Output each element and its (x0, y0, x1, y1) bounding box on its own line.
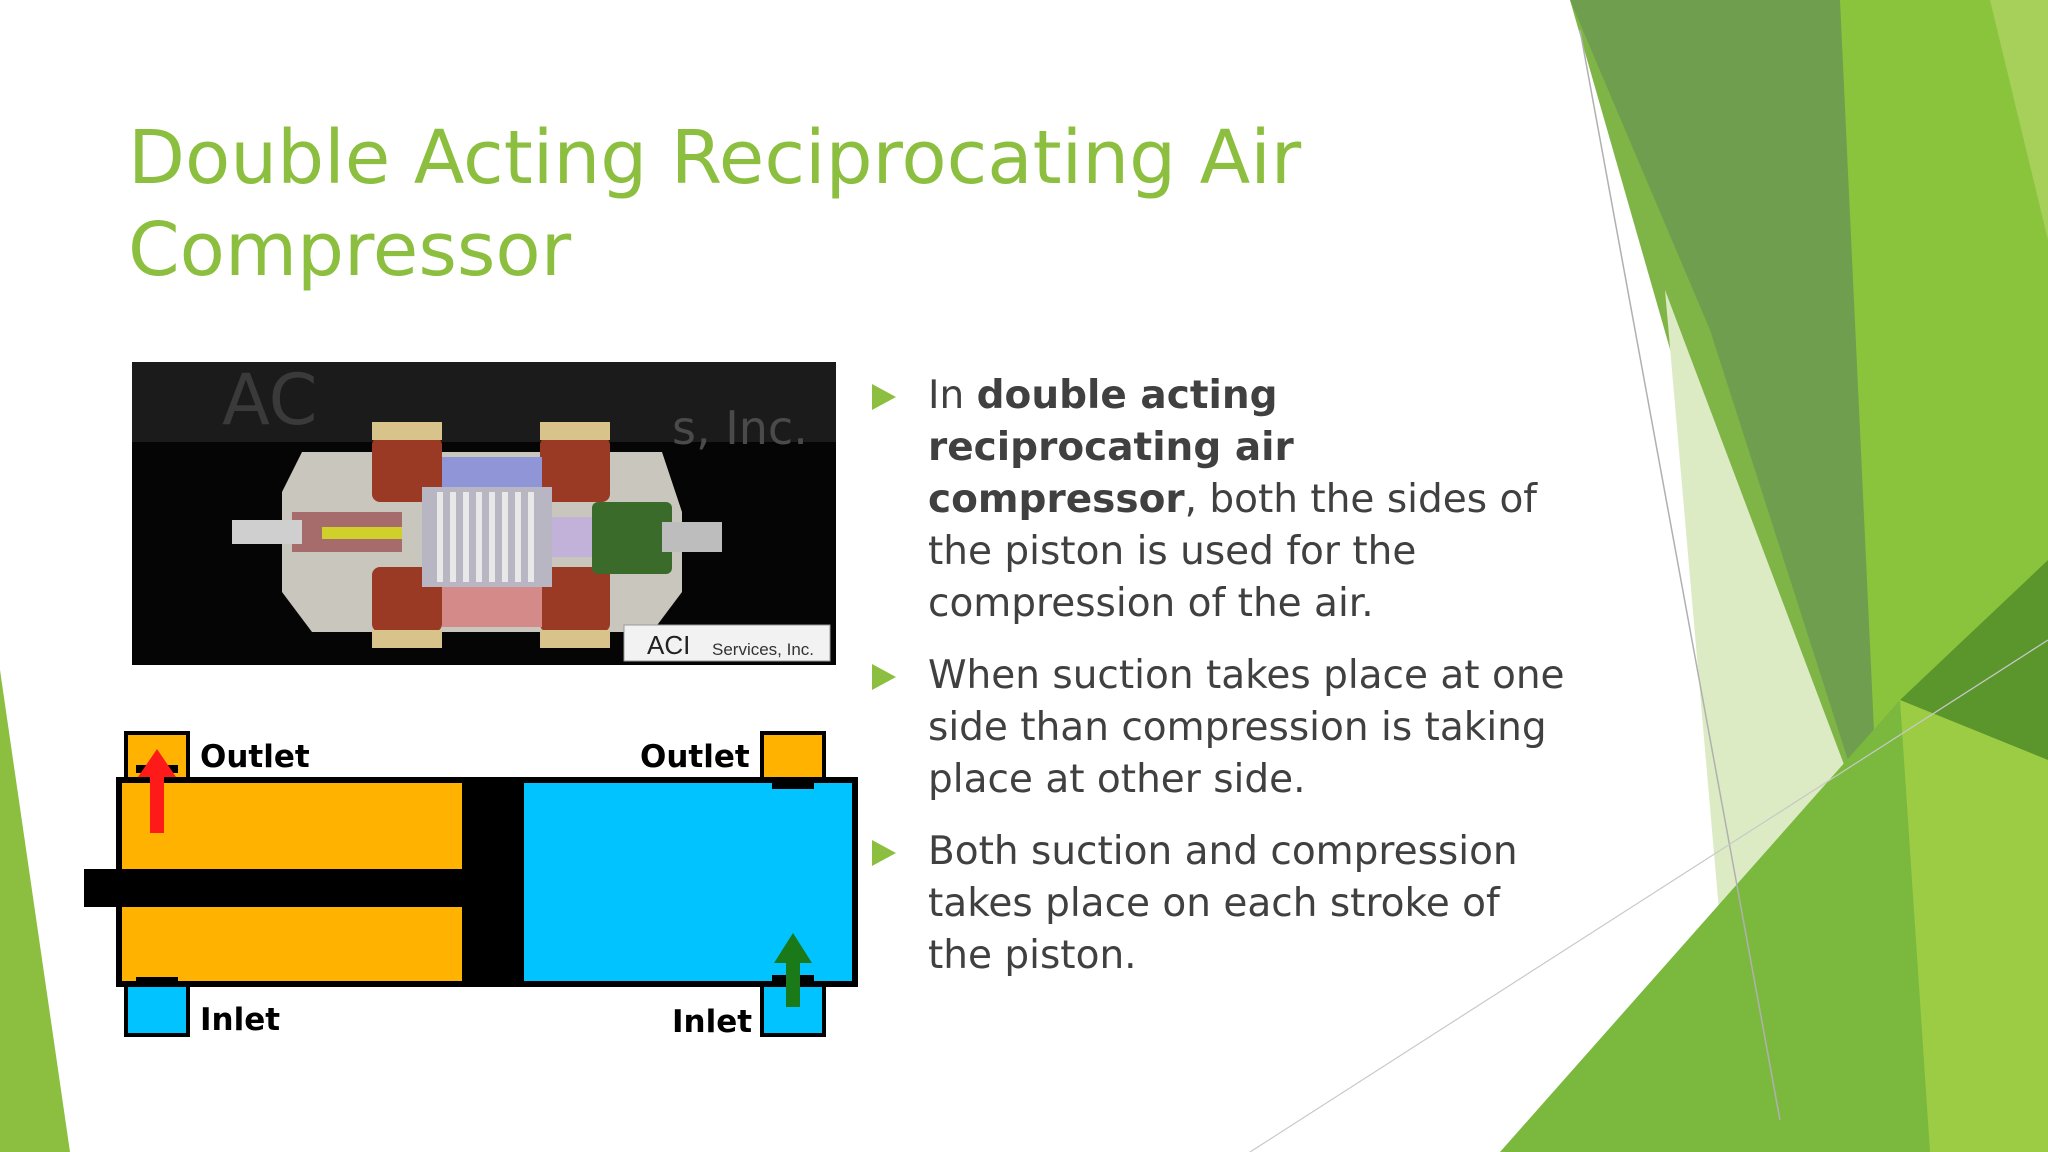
deco-shape-2 (1570, 0, 1880, 860)
aci-caption: Services, Inc. (712, 640, 814, 659)
label-outlet-left: Outlet (200, 739, 310, 775)
deco-shape-5 (1990, 0, 2048, 240)
bullet-item: When suction takes place at one side tha… (870, 650, 1570, 806)
piston (462, 783, 524, 981)
bullet-text-post: , both the sides of the piston is used f… (928, 477, 1538, 626)
deco-shape-left (0, 670, 70, 1152)
bullet-arrow-icon (872, 840, 896, 866)
deco-line-1 (1579, 29, 1781, 1121)
deco-line-2 (1249, 639, 2048, 1152)
bullet-text-bold: double acting reciprocating air compress… (928, 373, 1294, 522)
bullet-arrow-icon (872, 664, 896, 690)
compressor-illustration: AC s, Inc. ACI Services, Inc. (132, 362, 836, 665)
compressor-photo: AC s, Inc. ACI Services, Inc. (132, 362, 836, 665)
double-acting-diagram: Outlet Outlet Inlet Inlet (84, 731, 858, 1040)
watermark-faint: AC (222, 362, 318, 441)
piston-rod (84, 869, 504, 907)
inlet-port-left (124, 983, 190, 1037)
label-inlet-left: Inlet (200, 1002, 280, 1038)
outlet-port-right (760, 731, 826, 785)
inlet-arrow (786, 957, 800, 1007)
label-inlet-right: Inlet (672, 1004, 752, 1040)
bullet-item: Both suction and compression takes place… (870, 826, 1570, 982)
svg-text:s, Inc.: s, Inc. (672, 401, 808, 455)
deco-shape-9 (1900, 560, 2048, 760)
slide-title-line1: Double Acting Reciprocating Air (128, 115, 1302, 201)
bullet-item: In double acting reciprocating air compr… (870, 370, 1570, 630)
bullet-text: Both suction and compression takes place… (928, 829, 1518, 978)
aci-logo-box (623, 624, 831, 662)
outlet-arrow (150, 773, 164, 833)
deco-shape-8 (1500, 700, 1930, 1152)
slide-title: Double Acting Reciprocating Air Compress… (128, 112, 1328, 296)
bullet-list: In double acting reciprocating air compr… (870, 370, 1570, 1002)
bullet-text: When suction takes place at one side tha… (928, 653, 1565, 802)
bullet-text-pre: In (928, 373, 977, 418)
label-outlet-right: Outlet (640, 739, 750, 775)
slide-title-line2: Compressor (128, 207, 572, 293)
aci-logo: ACI (647, 630, 690, 660)
bullet-arrow-icon (872, 384, 896, 410)
